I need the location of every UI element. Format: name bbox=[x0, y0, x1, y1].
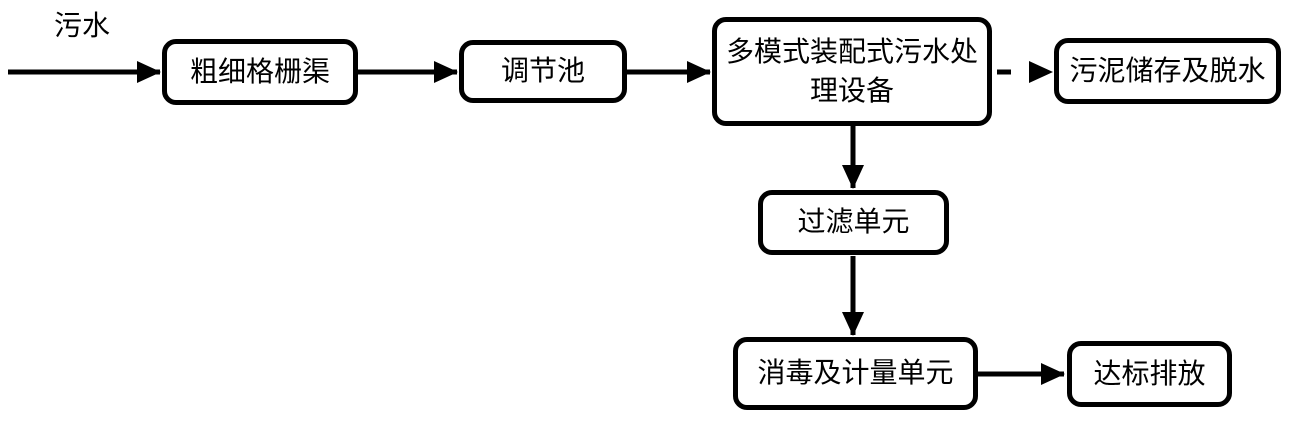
node-label: 调节池 bbox=[500, 56, 585, 87]
node-disinfection-and-metering-unit: 消毒及计量单元 bbox=[733, 337, 978, 410]
node-coarse-fine-screen-channel: 粗细格栅渠 bbox=[162, 39, 358, 105]
node-equalization-tank: 调节池 bbox=[459, 40, 627, 103]
node-label: 粗细格栅渠 bbox=[189, 56, 330, 88]
node-multi-mode-prefab-sewage-treatment-equipment: 多模式装配式污水处理设备 bbox=[712, 17, 992, 126]
node-sludge-storage-and-dewatering: 污泥储存及脱水 bbox=[1054, 38, 1281, 104]
node-compliant-discharge: 达标排放 bbox=[1067, 341, 1232, 407]
node-filtration-unit: 过滤单元 bbox=[758, 190, 949, 255]
node-label: 过滤单元 bbox=[797, 207, 910, 238]
influent-label: 污水 bbox=[54, 11, 111, 42]
node-label: 达标排放 bbox=[1093, 358, 1206, 390]
node-label: 消毒及计量单元 bbox=[757, 358, 954, 389]
node-label: 污泥储存及脱水 bbox=[1069, 55, 1266, 87]
node-label: 多模式装配式污水处理设备 bbox=[725, 36, 978, 107]
